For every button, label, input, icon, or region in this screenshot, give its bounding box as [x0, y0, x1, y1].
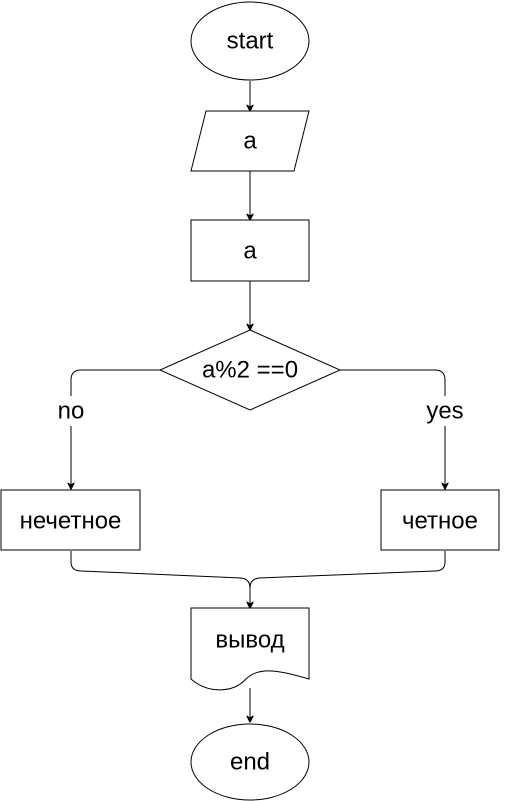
decision-diamond: a%2 ==0 [158, 329, 342, 411]
input-label: a [243, 128, 257, 155]
process-rectangle-shape [190, 219, 310, 282]
start-ellipse [190, 1, 310, 81]
odd-rectangle-shape [0, 489, 141, 551]
output-label: вывод [215, 627, 284, 654]
input-parallelogram-shape [190, 110, 310, 172]
edge-even-to-output [249, 551, 446, 589]
output-document-shape [190, 607, 310, 691]
even-label: четное [402, 508, 478, 535]
end-terminator: end [190, 723, 310, 801]
edge-label-yes: yes [418, 396, 472, 426]
edge-label-no-text: no [58, 398, 85, 425]
edge-decision-to-odd [71, 369, 160, 489]
start-terminator: start [190, 1, 310, 81]
odd-rectangle: нечетное [0, 489, 141, 551]
edge-decision-to-even [340, 369, 445, 489]
end-ellipse [190, 723, 310, 801]
edge-label-yes-text: yes [426, 398, 463, 425]
output-document: вывод [190, 607, 310, 691]
even-rectangle-shape [380, 489, 500, 551]
decision-label: a%2 ==0 [202, 357, 298, 384]
end-label: end [230, 749, 270, 776]
process-rectangle: a [190, 219, 310, 282]
odd-label: нечетное [20, 508, 122, 535]
input-parallelogram: a [190, 110, 310, 172]
process-label: a [243, 238, 257, 265]
edge-label-no: no [48, 396, 94, 426]
edge-odd-to-output [70, 551, 250, 608]
even-rectangle: четное [380, 489, 500, 551]
decision-diamond-shape [158, 329, 342, 411]
start-label: start [227, 28, 274, 55]
